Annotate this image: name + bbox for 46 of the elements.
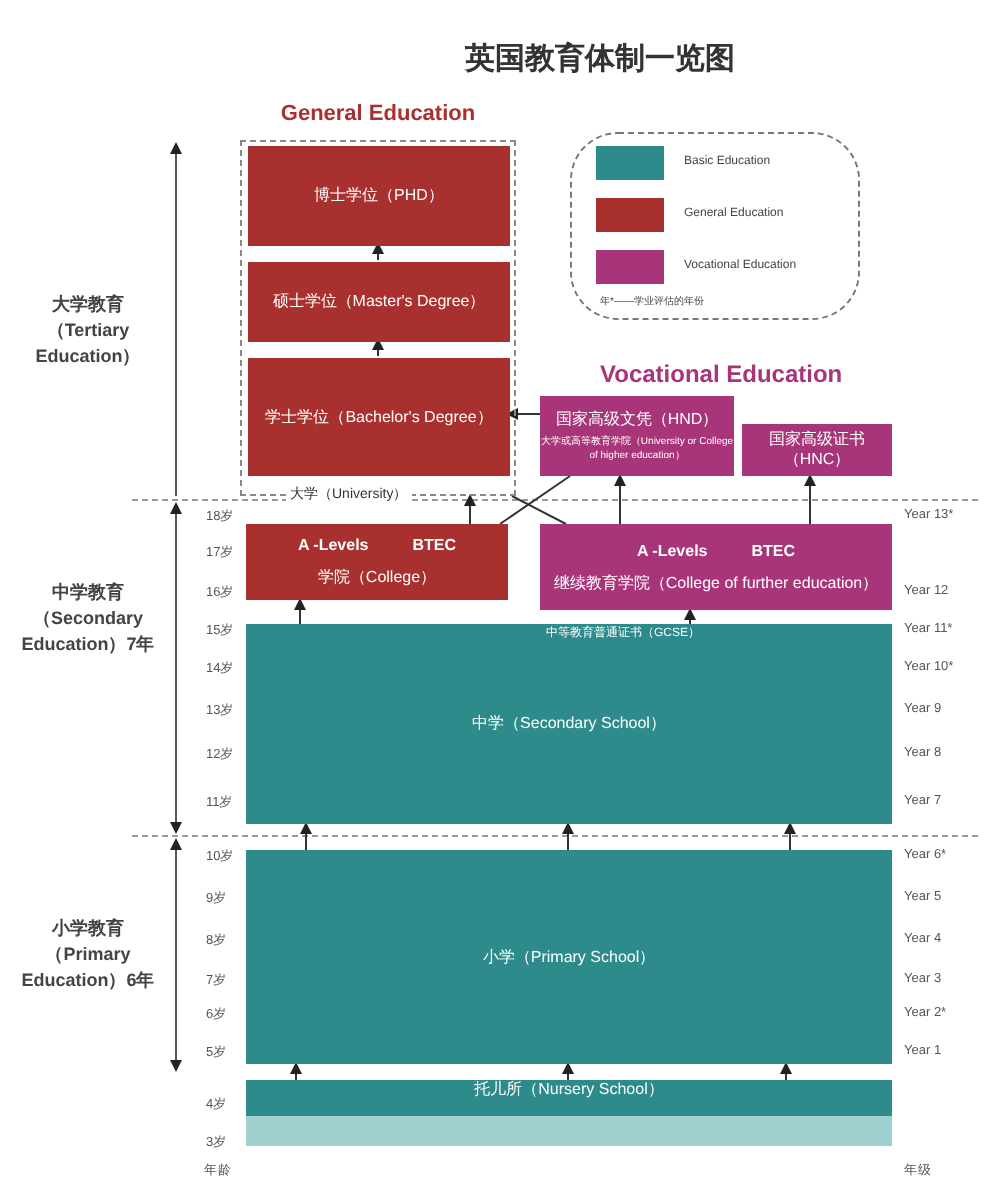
connector-line [511,495,567,525]
box-label: 中学（Secondary School） [472,714,666,734]
stage-box [248,262,510,342]
stage-label: 小学教育（Primary Education）6年 [19,916,157,994]
box-label: 博士学位（PHD） [314,186,444,206]
box-label: 学院（College） [317,568,437,588]
box-label: 学士学位（Bachelor's Degree） [265,407,493,427]
arrow [506,408,541,420]
qualification-label: BTEC [412,536,457,556]
arrow [294,598,306,625]
arrow [464,494,476,525]
arrow [804,474,816,525]
arrow [614,474,626,525]
stage-box [246,1080,892,1146]
stage-label: 中学教育（Secondary Education）7年 [19,580,157,658]
stage-box [246,524,508,600]
stage-box [742,424,892,476]
arrow [290,1062,302,1081]
box-label: 小学（Primary School） [482,947,656,967]
qualification-label: BTEC [751,541,796,561]
group-heading: General Education [278,102,478,126]
stage-box [248,358,510,476]
arrow [562,822,574,851]
arrow [300,822,312,851]
stage-box [246,624,892,824]
connector-line [499,475,571,525]
arrow [372,338,384,357]
box-label: 托儿所（Nursery School） [474,1080,664,1100]
qualification-label: A -Levels [297,536,369,556]
arrow [372,242,384,261]
section-heading: Vocational Education [600,360,843,388]
diagram-title: 英国教育体制一览图 [462,40,737,78]
stage-box [248,146,510,246]
box-label: 国家高级证书（HNC） [767,430,867,470]
arrow [562,1062,574,1081]
qualification-label: A -Levels [636,541,708,561]
arrow [684,608,696,625]
stage-box [246,850,892,1064]
arrow [780,1062,792,1081]
box-label: 硕士学位（Master's Degree） [272,292,486,312]
stage-label: 大学教育（Tertiary Education） [33,292,143,370]
stage-box [540,524,892,610]
stage-box [540,396,734,476]
box-label: 继续教育学院（College of further education） [553,573,879,593]
arrow [784,822,796,851]
box-label: 国家高级文凭（HND） [555,410,719,431]
